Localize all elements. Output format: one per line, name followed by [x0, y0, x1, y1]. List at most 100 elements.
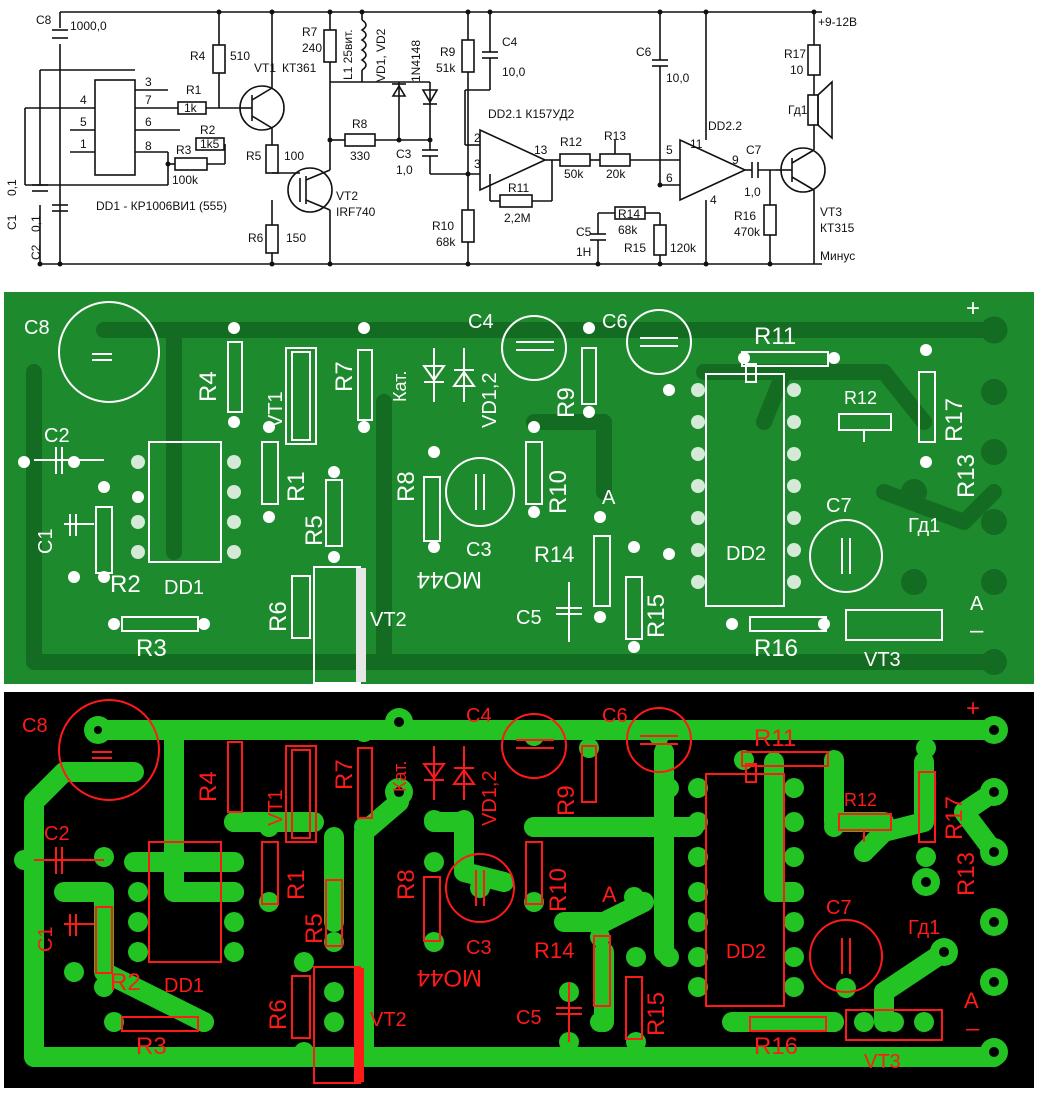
pcb-bottom-label-c8: C8	[22, 715, 48, 737]
sch-label-r11: R11	[508, 181, 529, 195]
pcb-bottom-label-r3: R3	[136, 1033, 167, 1060]
pcb-top-label-c4: C4	[468, 311, 494, 333]
sch-label-r5-value: 100	[284, 149, 304, 163]
sch-label-r10-value: 68k	[436, 235, 456, 249]
sch-pin-4: 4	[80, 93, 87, 107]
pcb-top-label-gd1: Гд1	[908, 515, 940, 537]
sch-label-c3-value: 1,0	[396, 163, 413, 177]
pcb-top-label-r4: R4	[195, 371, 222, 402]
sch-label-vd-value: 1N4148	[409, 40, 423, 82]
sch-label-vt2: VT2	[336, 189, 358, 203]
pcb-bottom-label-r8: R8	[393, 869, 420, 900]
pcb-top-label-r6: R6	[265, 601, 292, 632]
sch-label-c5: C5	[576, 225, 592, 239]
sch-op-pin-5: 5	[666, 143, 673, 157]
schematic-diagram: C8 1000,0 R4 510 VT1 КТ361 R7 240 L1 25в…	[0, 0, 1050, 278]
sch-label-r13-value: 20k	[606, 167, 626, 181]
pcb-bottom-labels: C8 C4 C6 + R11 R4 VT1 R7 Кат. VD1,2 R9 R…	[22, 695, 980, 1073]
pcb-top-label-r5: R5	[301, 515, 328, 546]
pcb-top-label-c7: C7	[826, 495, 852, 517]
pcb-top-label-r1: R1	[283, 471, 310, 502]
sch-op-pin-11: 11	[690, 137, 703, 151]
sch-label-vt2-value: IRF740	[336, 205, 376, 219]
sch-label-dd22: DD2.2	[708, 119, 742, 133]
sch-pin-5: 5	[80, 115, 87, 129]
pcb-top-label-r16: R16	[754, 635, 798, 662]
sch-label-r15: R15	[624, 241, 646, 255]
pcb-top-labels: C8 R4 VT1 R7 Кат. C4 VD1,2 R9 C6 R11 + C…	[24, 295, 984, 671]
sch-label-minus: Минус	[820, 249, 855, 263]
pcb-bottom-label-c1: C1	[35, 926, 57, 952]
sch-pin-7: 7	[145, 93, 152, 107]
sch-pin-3: 3	[145, 75, 152, 89]
pcb-top-label-c2: C2	[44, 425, 70, 447]
pcb-top-label-minus: –	[970, 617, 984, 644]
sch-label-c8: C8	[36, 13, 52, 27]
pcb-top-silkscreen	[34, 301, 943, 684]
sch-label-r9: R9	[440, 45, 456, 59]
sch-op-pin-13: 13	[534, 143, 548, 157]
sch-label-r7-value: 240	[302, 41, 322, 55]
sch-label-r14-value: 68k	[618, 223, 638, 237]
pcb-top-label-r9: R9	[553, 387, 580, 418]
pcb-bottom-label-c3: C3	[466, 937, 492, 959]
pcb-bottom-label-r4: R4	[195, 771, 222, 802]
pcb-top-label-kat: Кат.	[390, 371, 410, 402]
pcb-bottom-vt2-tab	[354, 968, 364, 1082]
pcb-top-label-r7: R7	[331, 361, 358, 392]
schematic-wires	[24, 11, 833, 265]
sch-label-r2-value: 1k5	[200, 137, 220, 151]
sch-label-vt1: VT1	[254, 61, 276, 75]
sch-label-dd21: DD2.1 К157УД2	[488, 107, 575, 121]
sch-label-c6: C6	[636, 45, 652, 59]
sch-label-r6-value: 150	[286, 231, 306, 245]
pcb-bottom-label-dd2: DD2	[726, 941, 766, 963]
pcb-top-vt2-tab	[356, 568, 366, 682]
pcb-bottom-label-r5: R5	[301, 913, 328, 944]
sch-label-c4-value: 10,0	[502, 65, 526, 79]
sch-label-c1-value: 0,1	[5, 179, 19, 196]
pcb-bottom-label-c5: C5	[516, 1007, 542, 1029]
sch-label-r16: R16	[734, 209, 756, 223]
sch-pin-8: 8	[145, 139, 152, 153]
sch-label-c7: C7	[746, 143, 762, 157]
pcb-copper-side: C8 C4 C6 + R11 R4 VT1 R7 Кат. VD1,2 R9 R…	[4, 692, 1034, 1088]
sch-label-c2-value: 0,1	[29, 215, 43, 232]
pcb-bottom-label-a2: A	[964, 988, 979, 1013]
pcb-bottom-label-vt2: VT2	[370, 1009, 407, 1031]
sch-label-r15-value: 120k	[670, 241, 697, 255]
pcb-top-label-dd2: DD2	[726, 543, 766, 565]
sch-label-r8: R8	[352, 117, 368, 131]
sch-op-pin-9: 9	[732, 153, 739, 167]
sch-label-dd1: DD1 - КР1006ВИ1 (555)	[96, 199, 227, 213]
pcb-bottom-label-dd1: DD1	[164, 975, 204, 997]
pcb-bottom-label-r12: R12	[844, 790, 877, 810]
sch-op-pin-4: 4	[710, 193, 717, 207]
pcb-bottom-label-r13: R13	[953, 852, 980, 896]
pcb-bottom-label-r1: R1	[283, 869, 310, 900]
pcb-top-label-r3: R3	[136, 635, 167, 662]
pcb-top-label-c3: C3	[466, 539, 492, 561]
pcb-top-label-r15: R15	[643, 594, 670, 638]
sch-label-r2: R2	[200, 123, 216, 137]
sch-label-vt1-value: КТ361	[282, 61, 317, 75]
pcb-component-side: C8 R4 VT1 R7 Кат. C4 VD1,2 R9 C6 R11 + C…	[4, 292, 1034, 684]
sch-op-pin-2: 2	[474, 131, 481, 145]
pcb-top-label-r13: R13	[953, 454, 980, 498]
sch-label-r17-value: 10	[790, 63, 804, 77]
pcb-bottom-label-vt1: VT1	[265, 789, 287, 826]
sch-label-c7-value: 1,0	[744, 185, 761, 199]
sch-label-r8-value: 330	[350, 149, 370, 163]
schematic-svg: C8 1000,0 R4 510 VT1 КТ361 R7 240 L1 25в…	[5, 9, 857, 267]
pcb-bottom-label-gd1: Гд1	[908, 917, 940, 939]
pcb-top-label-dd1: DD1	[164, 577, 204, 599]
pcb-top-svg: C8 R4 VT1 R7 Кат. C4 VD1,2 R9 C6 R11 + C…	[18, 295, 1008, 684]
pcb-top-label-r12: R12	[844, 388, 877, 408]
sch-label-vd: VD1, VD2	[374, 28, 388, 82]
pcb-top-connectors	[901, 316, 1008, 675]
sch-label-r1: R1	[186, 83, 202, 97]
sch-label-c3: C3	[396, 147, 412, 161]
pcb-bottom-label-r11: R11	[754, 725, 796, 752]
sch-label-vt3-value: КТ315	[820, 221, 855, 235]
pcb-bottom-label-r14: R14	[534, 938, 574, 963]
